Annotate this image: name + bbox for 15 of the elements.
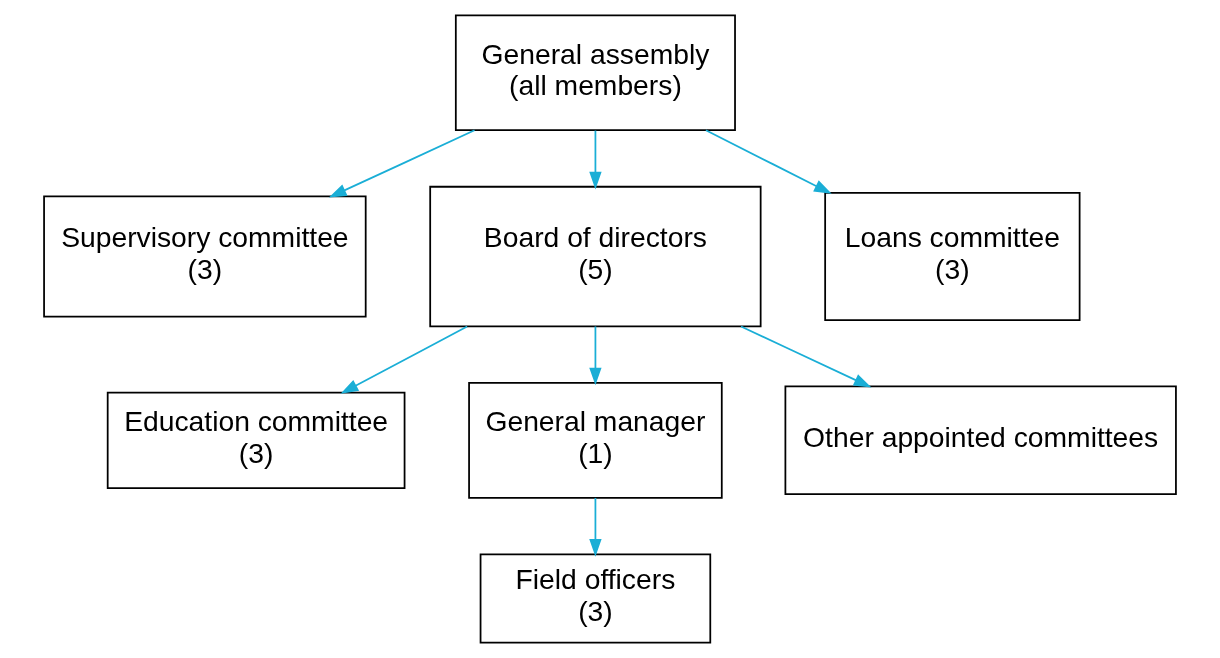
arrow (589, 497, 602, 557)
node-box: Supervisory committee (3) (43, 195, 367, 318)
arrow (589, 325, 602, 386)
node-box: Loans committee (3) (824, 192, 1081, 322)
arrow (328, 129, 476, 198)
node-box: Other appointed committees (784, 385, 1177, 496)
node-box: Field officers (3) (479, 553, 712, 644)
node-box: General manager (1) (468, 382, 723, 499)
arrow (740, 325, 872, 388)
node-box: General assembly (all members) (454, 14, 736, 132)
node-box: Board of directors (5) (429, 185, 762, 328)
node-box: Education committee (3) (106, 391, 406, 489)
arrow (340, 325, 469, 394)
arrow (589, 129, 602, 190)
arrow (705, 129, 832, 194)
